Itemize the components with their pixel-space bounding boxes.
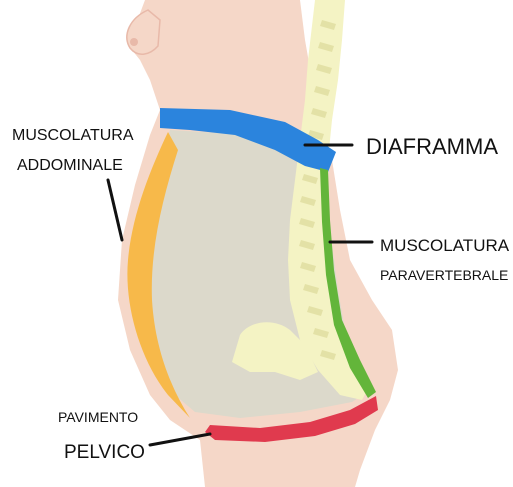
label-paravertebral-line1: MUSCOLATURA [380,236,510,255]
label-abdominal-line1: MUSCOLATURA [12,127,134,144]
label-paravertebral-line2: PARAVERTEBRALE [380,267,508,283]
label-pelvic-line2: PELVICO [64,442,145,463]
leader-line-abdominal [108,180,122,240]
label-diaphragm: DIAFRAMMA [366,134,498,159]
breast-shape [127,10,160,54]
label-pelvic-line1: PAVIMENTO [58,409,138,425]
nipple [130,38,138,46]
label-abdominal-line2: ADDOMINALE [17,157,123,174]
